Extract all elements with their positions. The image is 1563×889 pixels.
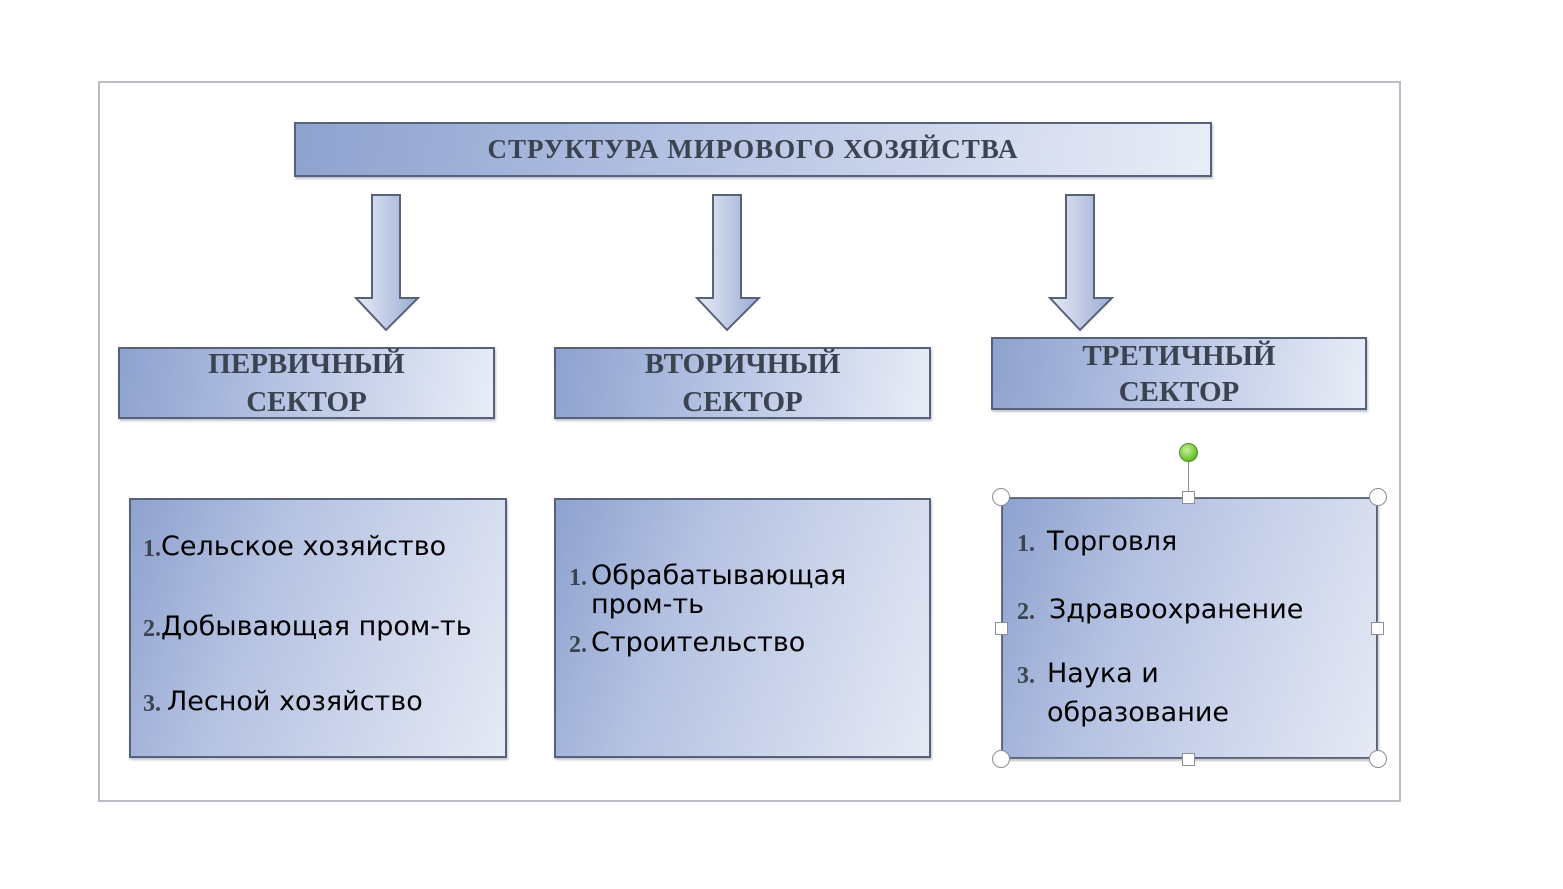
list-text: Здравоохранение <box>1049 594 1304 625</box>
sector-tertiary-label: СЕКТОР <box>1118 375 1240 408</box>
list-text: Наука и <box>1047 658 1159 689</box>
title-box: СТРУКТУРА МИРОВОГО ХОЗЯЙСТВА <box>294 122 1212 177</box>
list-item: 2. Добывающая пром-ть <box>143 608 472 645</box>
list-item: 2. Здравоохранение <box>1017 591 1303 628</box>
list-number: 1. <box>1017 531 1035 557</box>
list-text: Строительство <box>591 627 806 658</box>
sector-tertiary-label: ТРЕТИЧНЫЙ <box>1082 339 1276 372</box>
list-number: 1. <box>569 565 587 591</box>
sector-primary-box: ПЕРВИЧНЫЙ СЕКТОР <box>118 347 495 419</box>
resize-handle-bottom-left[interactable] <box>992 750 1010 768</box>
list-item: 1. Сельское хозяйство <box>143 528 446 565</box>
list-number: 2. <box>143 616 161 642</box>
selection-border <box>1001 497 1378 759</box>
tertiary-list-box[interactable] <box>1001 497 1378 759</box>
resize-handle-top[interactable] <box>1182 491 1195 504</box>
list-item: 1. Торговля <box>1017 523 1177 560</box>
resize-handle-right[interactable] <box>1371 622 1384 635</box>
list-text: Торговля <box>1047 526 1178 557</box>
arrow-down-icon <box>1048 194 1114 332</box>
resize-handle-left[interactable] <box>995 622 1008 635</box>
sector-secondary-label: СЕКТОР <box>682 386 803 418</box>
arrow-down-icon <box>695 194 761 332</box>
list-text: Добывающая пром-ть <box>161 611 472 642</box>
list-text: Сельское хозяйство <box>161 531 447 562</box>
list-item: 1. Обрабатывающая пром-ть <box>569 557 846 623</box>
list-text: пром-ть <box>591 589 705 620</box>
list-text: образование <box>1047 697 1229 728</box>
sector-primary-label: ПЕРВИЧНЫЙ <box>208 348 405 380</box>
list-item: 3. Наука и образование <box>1017 655 1229 731</box>
list-number: 3. <box>1017 663 1035 689</box>
sector-secondary-label: ВТОРИЧНЫЙ <box>644 348 841 380</box>
diagram-title: СТРУКТУРА МИРОВОГО ХОЗЯЙСТВА <box>487 134 1019 164</box>
list-number: 1. <box>143 536 161 562</box>
resize-handle-top-left[interactable] <box>992 488 1010 506</box>
primary-list-box <box>129 498 507 758</box>
resize-handle-bottom[interactable] <box>1182 753 1195 766</box>
sector-secondary-box: ВТОРИЧНЫЙ СЕКТОР <box>554 347 931 419</box>
resize-handle-bottom-right[interactable] <box>1369 750 1387 768</box>
rotate-handle-icon[interactable] <box>1179 443 1198 462</box>
sector-tertiary-box: ТРЕТИЧНЫЙ СЕКТОР <box>991 337 1367 410</box>
list-number: 2. <box>1017 599 1035 625</box>
sector-primary-label: СЕКТОР <box>246 386 367 418</box>
resize-handle-top-right[interactable] <box>1369 488 1387 506</box>
list-number: 3. <box>143 691 161 717</box>
list-number: 2. <box>569 632 587 658</box>
list-text: Обрабатывающая <box>591 560 847 591</box>
rotate-connector <box>1188 460 1189 495</box>
arrow-down-icon <box>354 194 420 332</box>
list-text: Лесной хозяйство <box>167 686 423 717</box>
list-item: 3. Лесной хозяйство <box>143 683 423 720</box>
list-item: 2. Строительство <box>569 624 805 661</box>
secondary-list-box <box>554 498 931 758</box>
